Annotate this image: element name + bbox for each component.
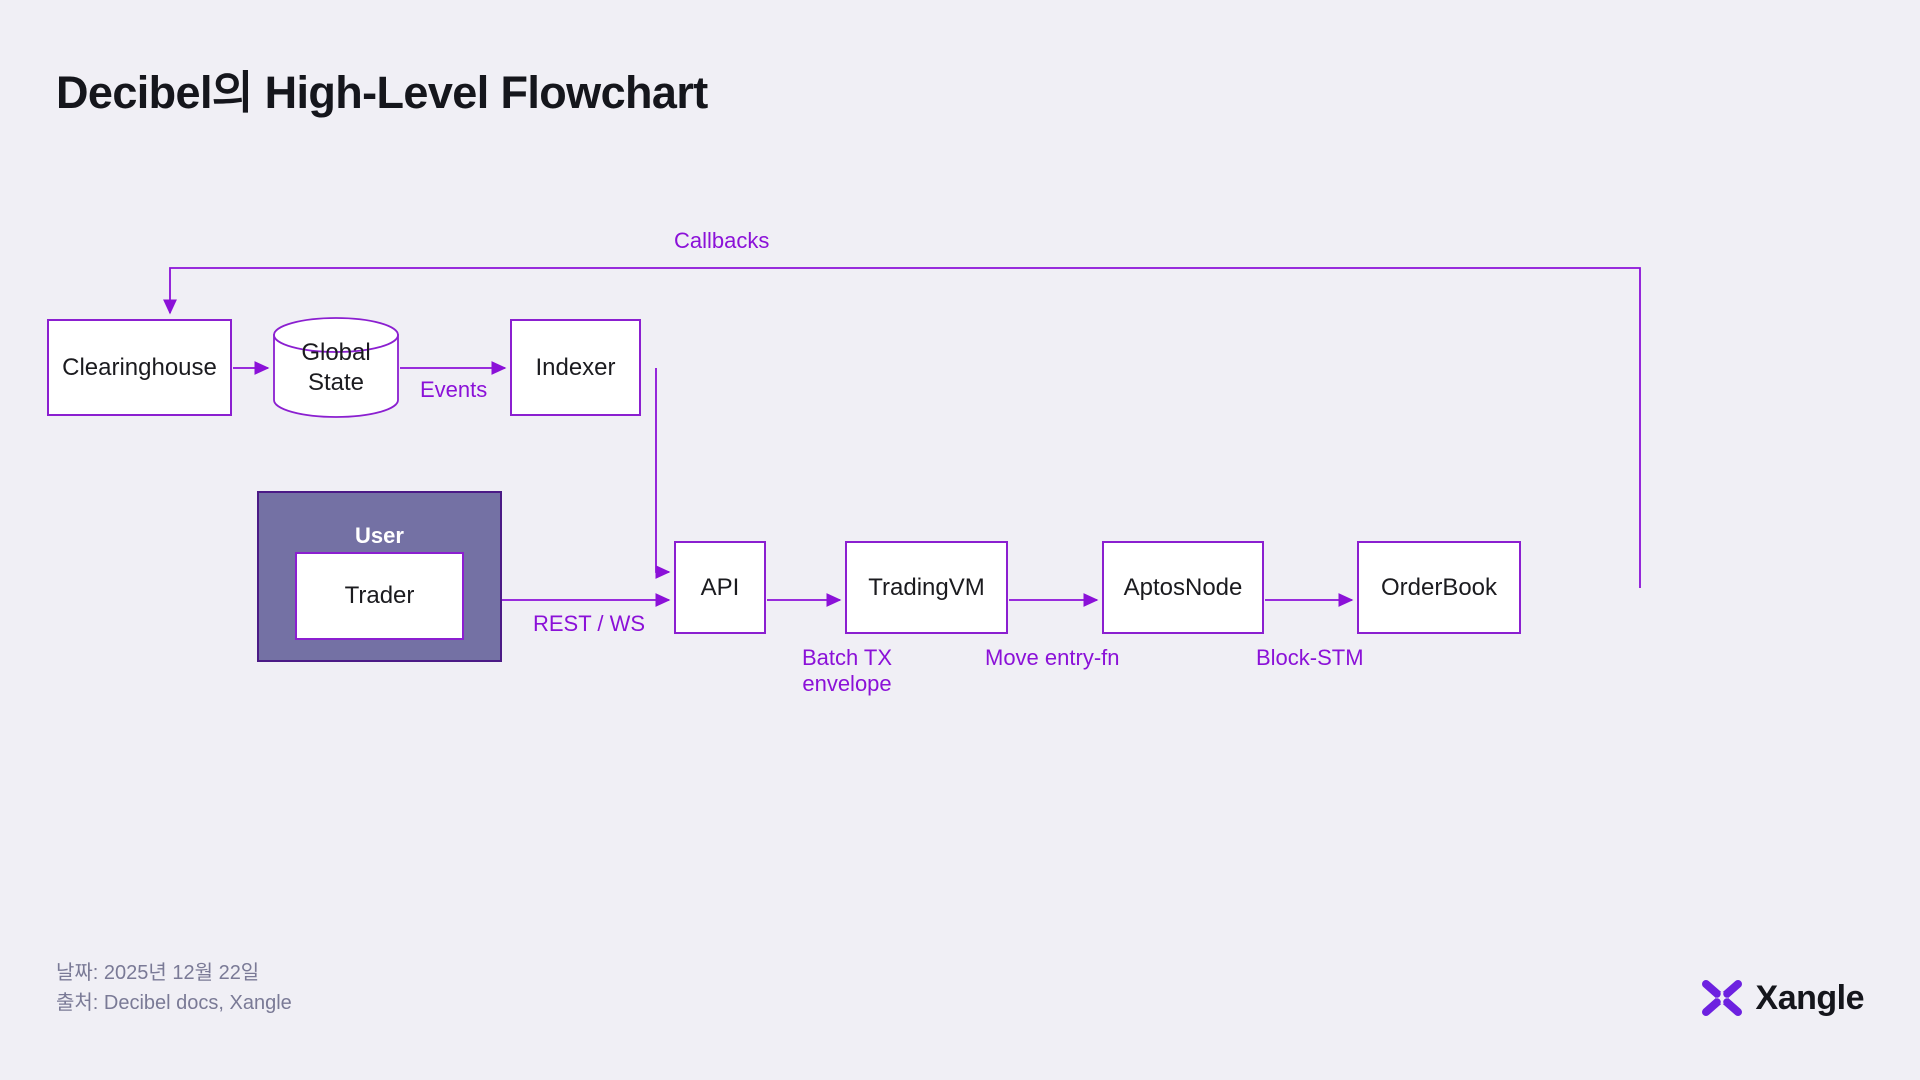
node-clearinghouse-label: Clearinghouse: [62, 353, 217, 381]
edge-label-callbacks: Callbacks: [674, 228, 770, 253]
node-api[interactable]: API: [674, 541, 766, 634]
node-global-state-label: Global State: [301, 338, 371, 396]
edge-label-batch-tx: Batch TX envelope: [801, 645, 893, 697]
node-orderbook-label: OrderBook: [1380, 573, 1498, 601]
node-global-state[interactable]: Global State: [273, 319, 399, 416]
edge-orderbook-to-clearinghouse: [162, 267, 1641, 588]
node-tradingvm[interactable]: TradingVM: [845, 541, 1008, 634]
node-aptosnode[interactable]: AptosNode: [1102, 541, 1264, 634]
footer-date: 날짜: 2025년 12월 22일: [56, 962, 260, 984]
node-api-label: API: [700, 573, 740, 601]
footer: 날짜: 2025년 12월 22일 출처: Decibel docs, Xang…: [56, 958, 292, 1018]
node-clearinghouse[interactable]: Clearinghouse: [47, 319, 232, 416]
x-mark-icon: [1701, 980, 1742, 1016]
edge-label-block-stm: Block-STM: [1256, 645, 1364, 670]
node-orderbook[interactable]: OrderBook: [1357, 541, 1521, 634]
page-title: Decibel의 High-Level Flowchart: [56, 67, 708, 118]
edge-label-events: Events: [420, 377, 488, 402]
edge-label-move-entry-fn: Move entry-fn: [985, 645, 1120, 670]
group-user-label: User: [355, 523, 404, 548]
global-state-cylinder: [273, 317, 399, 418]
logo-wordmark: Xangle: [1755, 978, 1865, 1017]
node-indexer-label: Indexer: [535, 353, 616, 381]
node-trader[interactable]: Trader: [295, 552, 464, 640]
node-trader-label: Trader: [344, 582, 415, 610]
xangle-logo: Xangle: [1700, 978, 1865, 1018]
footer-source: 출처: Decibel docs, Xangle: [56, 992, 292, 1014]
edge-label-rest-ws: REST / WS: [533, 611, 646, 636]
node-indexer[interactable]: Indexer: [510, 319, 641, 416]
node-tradingvm-label: TradingVM: [868, 573, 985, 601]
node-aptosnode-label: AptosNode: [1123, 573, 1243, 601]
edge-indexer-to-api: [655, 368, 671, 580]
